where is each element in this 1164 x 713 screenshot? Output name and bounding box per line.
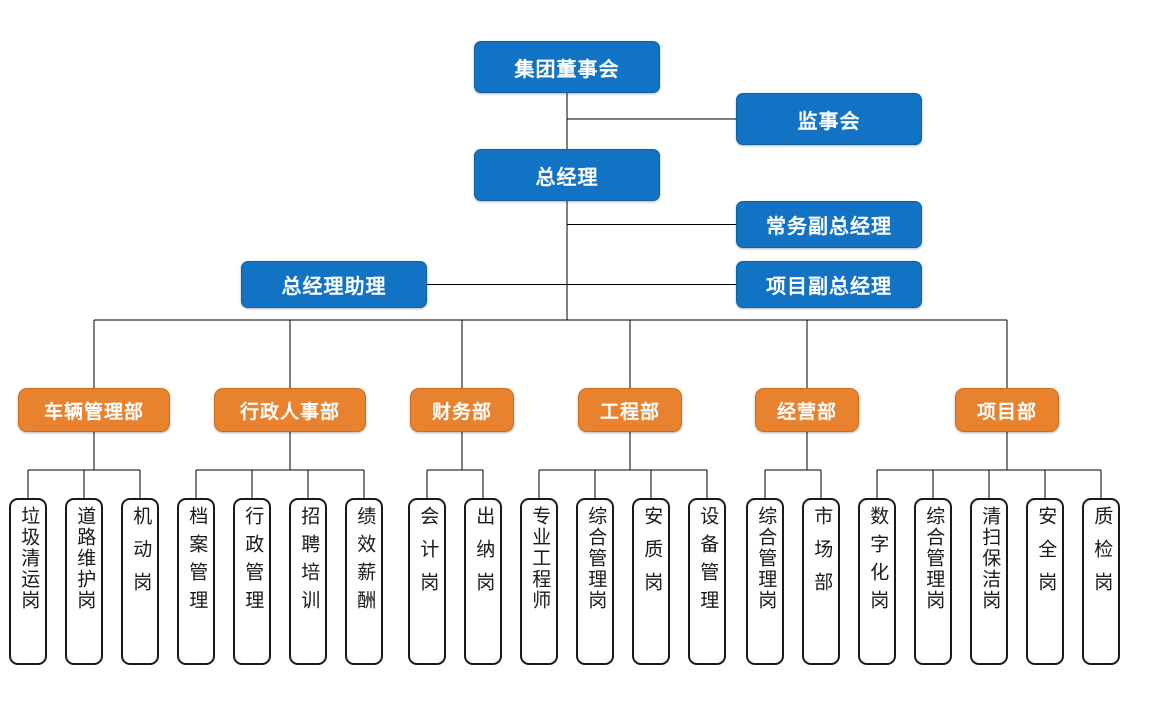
post-label: 机动岗 bbox=[130, 506, 152, 605]
post-label: 绩效薪酬 bbox=[354, 506, 376, 618]
department-node-finance[interactable]: 财务部 bbox=[410, 388, 514, 432]
post-node-project-3[interactable]: 安全岗 bbox=[1026, 498, 1064, 665]
exec-node-project_vp[interactable]: 项目副总经理 bbox=[736, 261, 922, 308]
post-label: 质检岗 bbox=[1091, 506, 1113, 605]
post-node-project-1[interactable]: 综合管理岗 bbox=[914, 498, 952, 665]
post-node-admin_hr-0[interactable]: 档案管理 bbox=[177, 498, 215, 665]
node-label: 经营部 bbox=[776, 401, 837, 423]
post-label: 安质岗 bbox=[641, 506, 663, 605]
post-label: 综合管理岗 bbox=[755, 506, 777, 611]
department-node-engineering[interactable]: 工程部 bbox=[578, 388, 682, 432]
exec-node-exec_vp[interactable]: 常务副总经理 bbox=[736, 201, 922, 248]
post-node-engineering-0[interactable]: 专业工程师 bbox=[520, 498, 558, 665]
post-node-project-2[interactable]: 清扫保洁岗 bbox=[970, 498, 1008, 665]
post-label: 会计岗 bbox=[417, 506, 439, 605]
post-node-vehicle-1[interactable]: 道路维护岗 bbox=[65, 498, 103, 665]
post-label: 设备管理 bbox=[697, 506, 719, 618]
post-label: 数字化岗 bbox=[867, 506, 889, 618]
post-node-project-4[interactable]: 质检岗 bbox=[1082, 498, 1120, 665]
post-label: 专业工程师 bbox=[529, 506, 551, 611]
post-node-project-0[interactable]: 数字化岗 bbox=[858, 498, 896, 665]
post-node-admin_hr-3[interactable]: 绩效薪酬 bbox=[345, 498, 383, 665]
node-label: 财务部 bbox=[431, 401, 492, 423]
node-label: 行政人事部 bbox=[239, 401, 340, 423]
post-node-operations-1[interactable]: 市场部 bbox=[802, 498, 840, 665]
node-label: 总经理 bbox=[535, 166, 599, 189]
post-label: 档案管理 bbox=[186, 506, 208, 618]
post-label: 道路维护岗 bbox=[74, 506, 96, 611]
node-label: 集团董事会 bbox=[514, 58, 620, 81]
post-node-finance-1[interactable]: 出纳岗 bbox=[464, 498, 502, 665]
post-label: 综合管理岗 bbox=[923, 506, 945, 611]
node-label: 监事会 bbox=[797, 110, 861, 133]
node-label: 项目副总经理 bbox=[766, 276, 892, 298]
exec-node-gm_assistant[interactable]: 总经理助理 bbox=[241, 261, 427, 308]
post-node-engineering-1[interactable]: 综合管理岗 bbox=[576, 498, 614, 665]
post-label: 招聘培训 bbox=[298, 506, 320, 618]
department-node-admin_hr[interactable]: 行政人事部 bbox=[214, 388, 366, 432]
post-label: 行政管理 bbox=[242, 506, 264, 618]
node-label: 总经理助理 bbox=[281, 276, 387, 298]
department-node-operations[interactable]: 经营部 bbox=[755, 388, 859, 432]
department-node-vehicle[interactable]: 车辆管理部 bbox=[18, 388, 170, 432]
post-node-admin_hr-1[interactable]: 行政管理 bbox=[233, 498, 271, 665]
post-label: 出纳岗 bbox=[473, 506, 495, 605]
node-label: 项目部 bbox=[976, 401, 1037, 423]
post-label: 安全岗 bbox=[1035, 506, 1057, 605]
exec-node-supervisor[interactable]: 监事会 bbox=[736, 93, 922, 145]
exec-node-board[interactable]: 集团董事会 bbox=[474, 41, 660, 93]
exec-node-gm[interactable]: 总经理 bbox=[474, 149, 660, 201]
node-label: 常务副总经理 bbox=[766, 216, 892, 238]
post-node-admin_hr-2[interactable]: 招聘培训 bbox=[289, 498, 327, 665]
post-node-vehicle-2[interactable]: 机动岗 bbox=[121, 498, 159, 665]
post-node-finance-0[interactable]: 会计岗 bbox=[408, 498, 446, 665]
department-node-project[interactable]: 项目部 bbox=[955, 388, 1059, 432]
post-node-vehicle-0[interactable]: 垃圾清运岗 bbox=[9, 498, 47, 665]
post-label: 垃圾清运岗 bbox=[18, 506, 40, 611]
post-label: 综合管理岗 bbox=[585, 506, 607, 611]
post-node-engineering-2[interactable]: 安质岗 bbox=[632, 498, 670, 665]
node-label: 车辆管理部 bbox=[43, 401, 144, 423]
post-node-operations-0[interactable]: 综合管理岗 bbox=[746, 498, 784, 665]
node-label: 工程部 bbox=[599, 401, 660, 423]
post-label: 市场部 bbox=[811, 506, 833, 605]
post-label: 清扫保洁岗 bbox=[979, 506, 1001, 611]
post-node-engineering-3[interactable]: 设备管理 bbox=[688, 498, 726, 665]
